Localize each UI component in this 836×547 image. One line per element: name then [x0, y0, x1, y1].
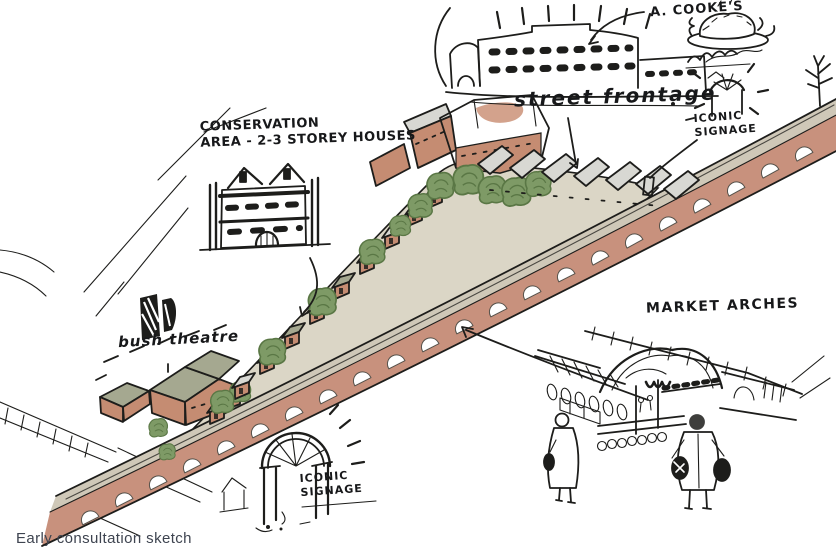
produce	[596, 431, 668, 452]
signage-rays	[690, 62, 770, 116]
image-caption: Early consultation sketch	[16, 530, 192, 547]
canopy-hatch	[549, 355, 619, 388]
pie-shop-sketch	[687, 0, 776, 50]
pedestrian-left	[543, 412, 580, 504]
viaduct	[41, 98, 836, 547]
hanging-lamps	[546, 383, 628, 421]
annotation-iconic-signage-bottom: ICONIC SIGNAGE	[299, 468, 363, 500]
bush-theatre-logo	[140, 294, 177, 340]
street-frontage-stalls	[477, 145, 700, 207]
activity-dashes	[95, 324, 227, 381]
pedestrian-right	[671, 414, 731, 510]
annotation-iconic-signage-right: ICONIC SIGNAGE	[693, 108, 757, 140]
roadside-tree-sketch	[805, 55, 833, 107]
signage-rays	[328, 403, 366, 466]
street-elevation-sketch	[434, 3, 763, 107]
gateway-sketch-bottom	[219, 403, 377, 533]
signage-pillar	[642, 175, 655, 197]
market-arches-sketch	[534, 326, 831, 510]
conservation-elevation-sketch	[199, 162, 331, 252]
annotation-arrows	[299, 11, 698, 401]
gateway-sketch-right	[685, 49, 770, 121]
